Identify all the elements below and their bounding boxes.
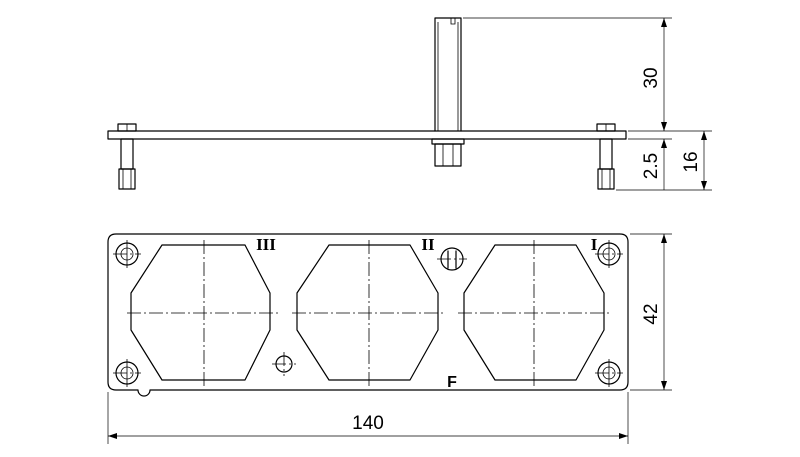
hex-nut (434, 143, 462, 167)
corner-screw-top-right (595, 240, 623, 268)
washer (431, 138, 465, 145)
pin-body (434, 17, 462, 132)
corner-screw-bottom-left (113, 359, 141, 387)
side-view-dimensions: 30 2.5 16 (463, 17, 712, 191)
dim-label-pin-height: 30 (641, 67, 662, 88)
corner-screw-bottom-right (595, 359, 623, 387)
dim-label-screw-length: 16 (681, 151, 702, 172)
dim-label-plate-thickness: 2.5 (641, 153, 662, 179)
module-label-ii: II (421, 235, 435, 254)
front-view: III II I F (107, 233, 629, 397)
pin-slot (450, 18, 456, 25)
module-cutout-i (463, 244, 605, 381)
dim-label-height: 42 (641, 303, 662, 324)
face-mark-f: F (447, 374, 457, 391)
guide-hole (272, 352, 296, 376)
module-cutout-iii (130, 244, 271, 381)
right-screw (596, 123, 616, 190)
module-label-i: I (591, 235, 598, 254)
left-screw (117, 123, 137, 190)
plate-side-profile (107, 130, 627, 140)
front-view-dimensions: 42 140 (107, 233, 672, 444)
corner-screw-top-left (113, 240, 141, 268)
dim-label-width: 140 (352, 413, 384, 434)
side-view (107, 17, 627, 190)
coding-pin (437, 247, 467, 271)
module-label-iii: III (256, 235, 276, 254)
module-cutout-ii (296, 244, 439, 381)
plate-outline (107, 233, 629, 397)
